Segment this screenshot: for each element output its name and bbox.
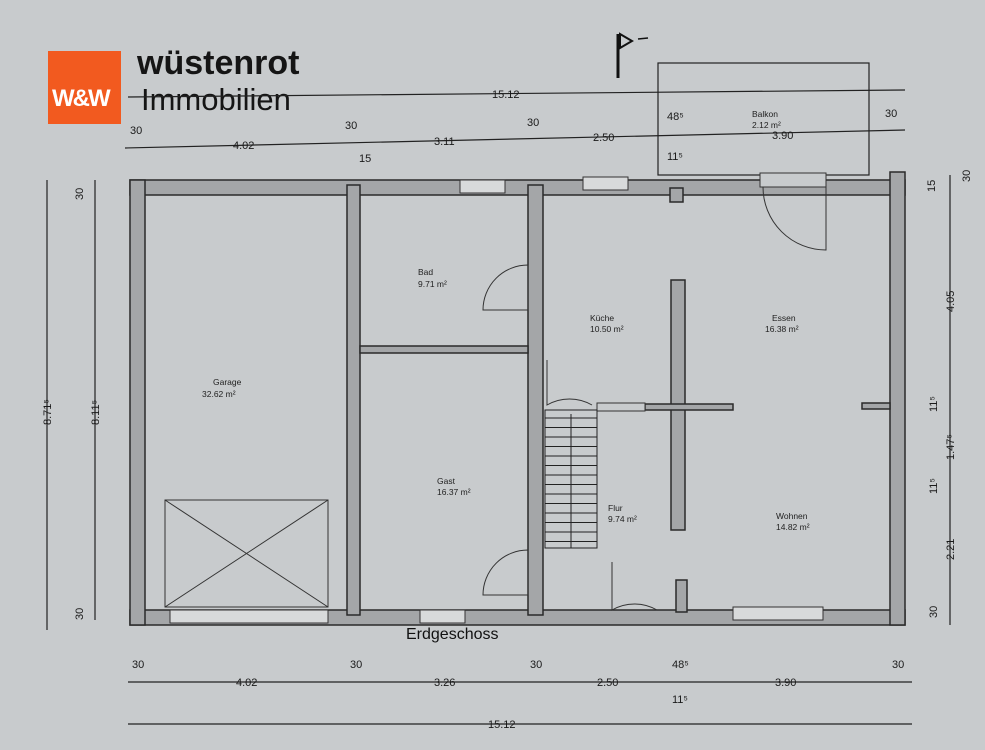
dim-bottom: 48⁵ <box>672 659 689 671</box>
room-balkon: Balkon <box>752 109 778 119</box>
dim-right: 30 <box>961 170 973 182</box>
dim-bottom: 30 <box>892 659 904 671</box>
room-flur-area: 9.74 m² <box>608 514 637 524</box>
balcony-outline <box>657 62 870 176</box>
dim-bottom: 3.26 <box>434 677 455 689</box>
room-gast-area: 16.37 m² <box>437 487 471 497</box>
room-essen-area: 16.38 m² <box>765 324 799 334</box>
dim-bottom: 30 <box>530 659 542 671</box>
dim-top: 4.02 <box>233 140 254 152</box>
dim-right: 11⁵ <box>928 478 940 494</box>
dim-bottom: 3.90 <box>775 677 796 689</box>
room-kueche: Küche <box>590 313 614 323</box>
dim-right: 4.05 <box>945 291 957 312</box>
dim-top: 2.50 <box>593 132 614 144</box>
room-garage-area: 32.62 m² <box>202 389 236 399</box>
dim-left-bottom: 30 <box>74 608 86 620</box>
dim-top: 30 <box>130 125 142 137</box>
room-bad: Bad <box>418 267 433 277</box>
windows <box>169 172 827 624</box>
room-wohnen-area: 14.82 m² <box>776 522 810 532</box>
staircase <box>544 409 598 549</box>
dim-bottom: 30 <box>350 659 362 671</box>
dim-right: 11⁵ <box>928 396 940 412</box>
dim-bottom-total: 15.12 <box>488 719 516 731</box>
room-garage: Garage <box>213 377 242 387</box>
floor-title: Erdgeschoss <box>406 626 499 643</box>
dim-right: 2.21 <box>945 539 957 560</box>
dim-left-inner: 8.11⁵ <box>90 400 102 425</box>
dim-left-outer: 8.71⁵ <box>42 399 54 425</box>
room-kueche-area: 10.50 m² <box>590 324 624 334</box>
room-bad-area: 9.71 m² <box>418 279 447 289</box>
dim-right: 1.47⁵ <box>945 434 957 460</box>
dim-top: 30 <box>885 108 897 120</box>
dim-right: 30 <box>928 606 940 618</box>
dim-top: 30 <box>527 117 539 129</box>
dim-left-top: 30 <box>74 188 86 200</box>
dim-top: 3.11 <box>434 136 455 148</box>
room-flur: Flur <box>608 503 623 513</box>
dim-right: 15 <box>926 180 938 192</box>
room-balkon-area: 2.12 m² <box>752 120 781 130</box>
room-essen: Essen <box>772 313 796 323</box>
doors <box>482 186 827 611</box>
dim-top: 11⁵ <box>667 151 683 163</box>
walls <box>129 171 906 626</box>
brand-name: wüstenrot <box>137 44 300 82</box>
dim-top: 3.90 <box>772 130 793 142</box>
dim-bottom: 30 <box>132 659 144 671</box>
room-wohnen: Wohnen <box>776 511 808 521</box>
dim-top: 48⁵ <box>667 111 684 123</box>
brand-subtitle: Immobilien <box>141 82 291 117</box>
ww-logo: W&W <box>48 51 121 124</box>
dimension-lines <box>46 89 951 725</box>
dim-top-total: 15.12 <box>492 89 520 101</box>
dim-bottom: 4.02 <box>236 677 257 689</box>
dim-top: 30 <box>345 120 357 132</box>
north-arrow-icon <box>616 32 649 78</box>
room-gast: Gast <box>437 476 456 486</box>
dim-bottom: 2.50 <box>597 677 618 689</box>
dim-bottom: 11⁵ <box>672 694 688 706</box>
dim-top: 15 <box>359 153 371 165</box>
garage-door-marker <box>164 499 329 608</box>
